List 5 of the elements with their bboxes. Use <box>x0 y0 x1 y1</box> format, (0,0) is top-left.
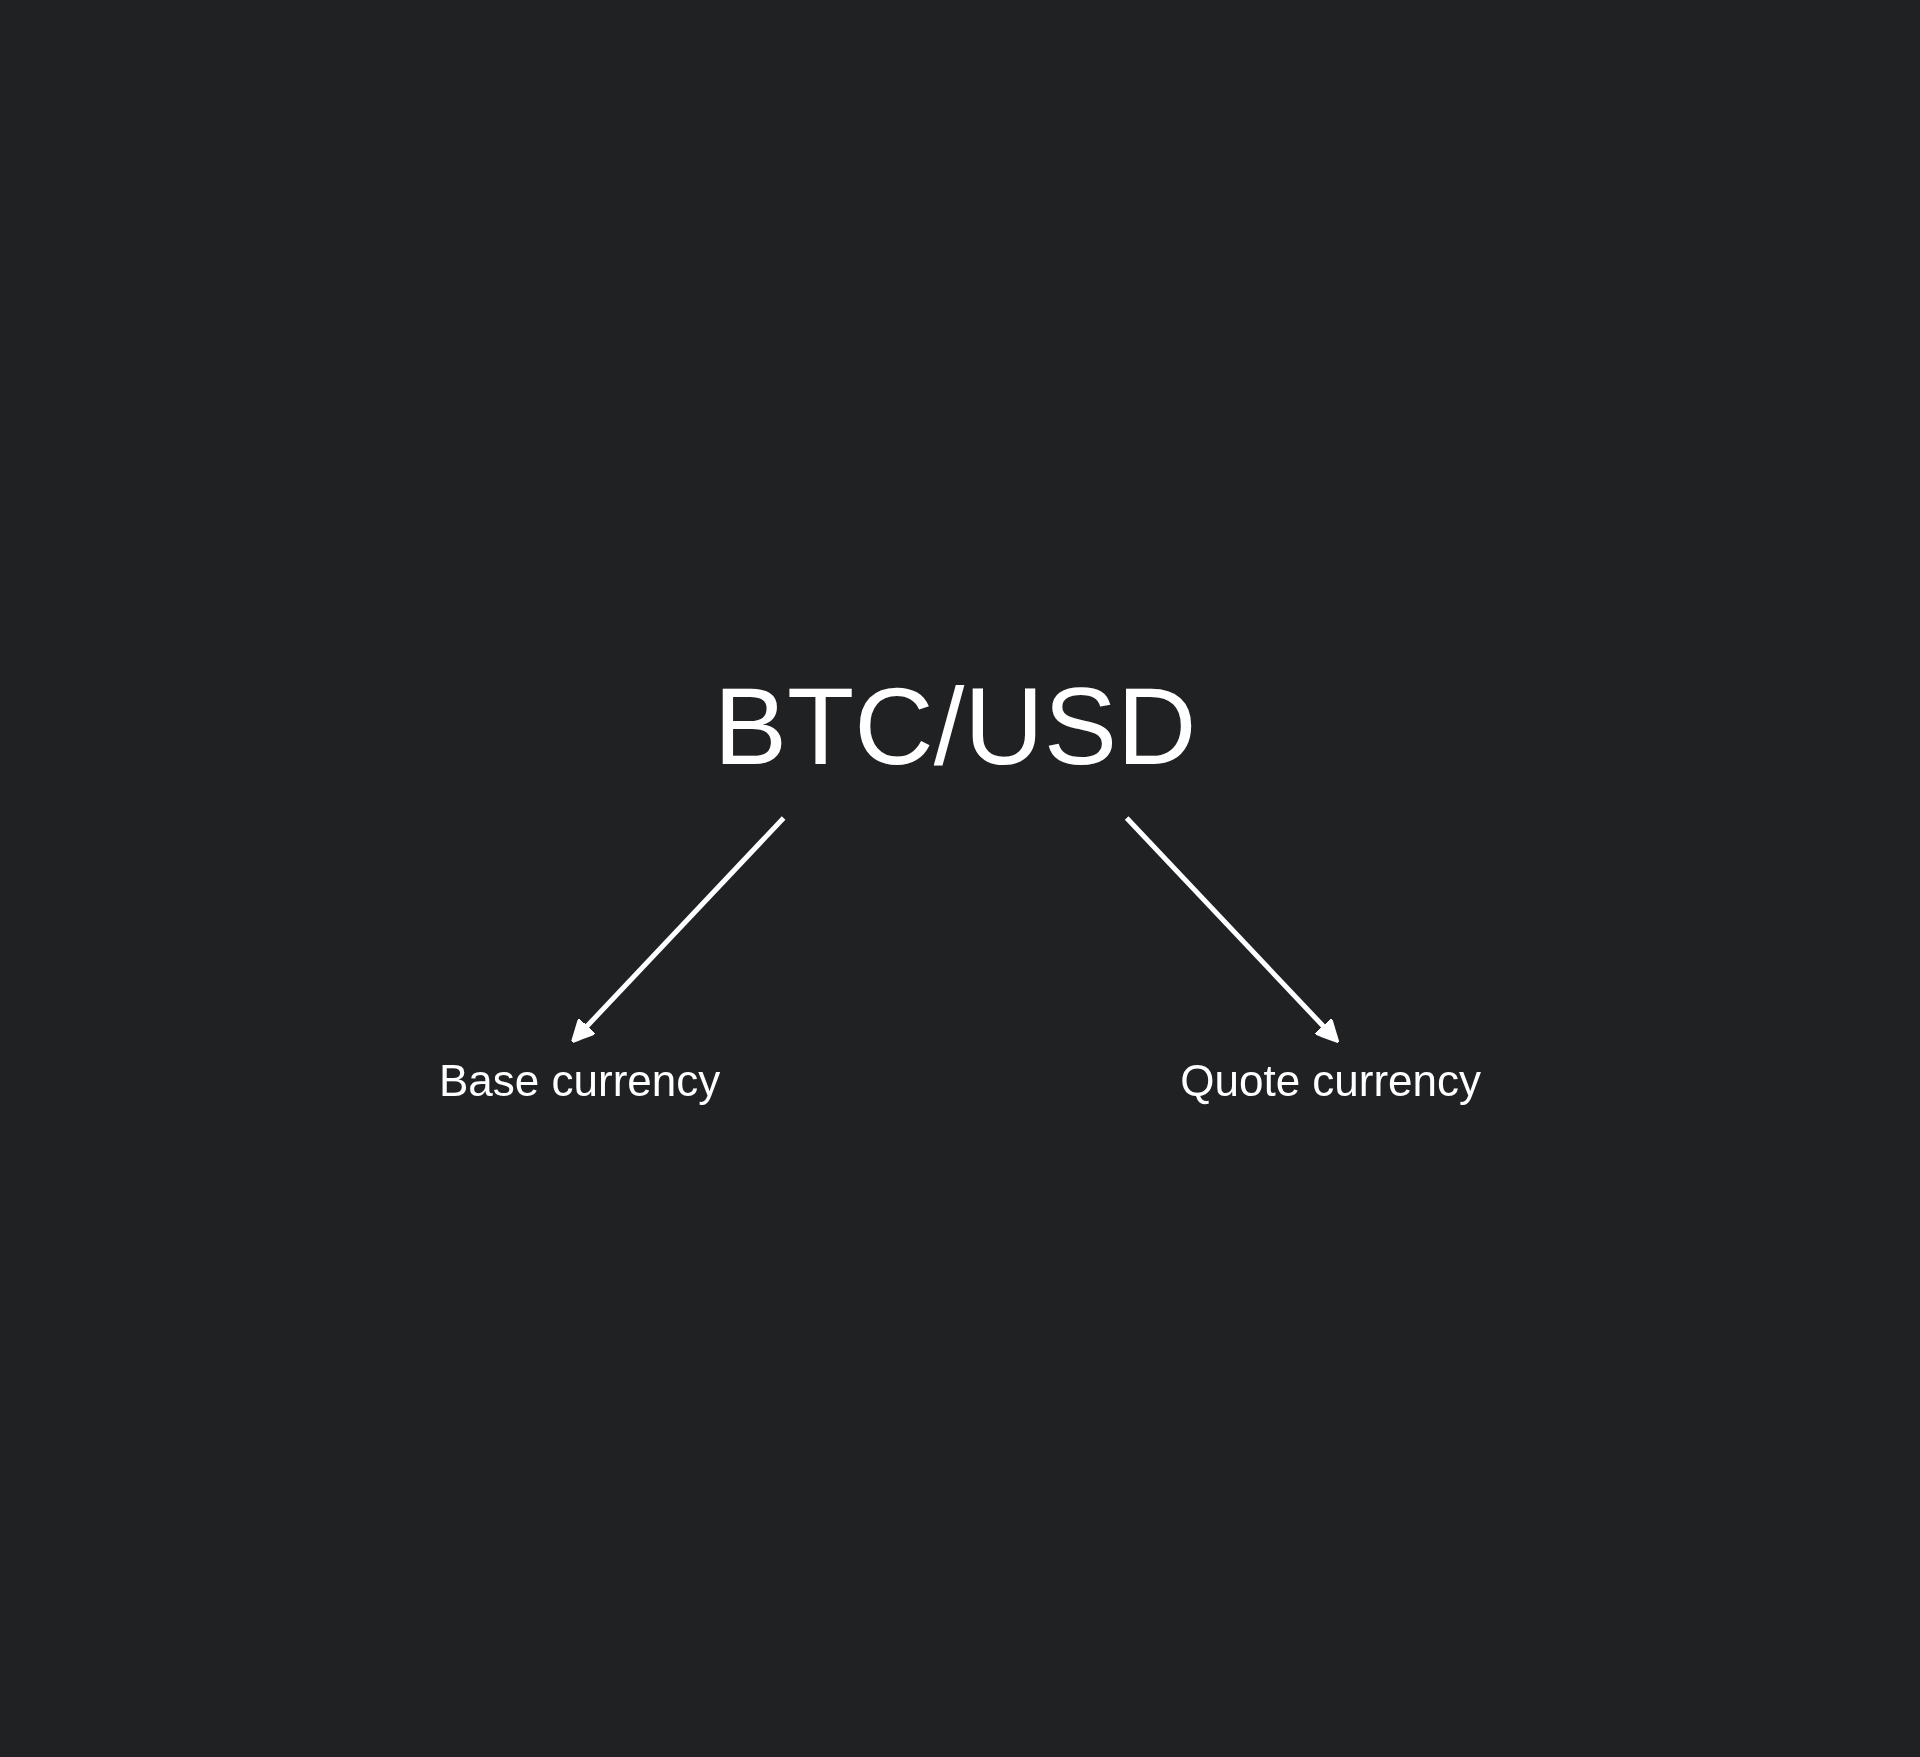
arrow <box>1124 816 1340 1044</box>
node-text: BTC/USD <box>713 664 1197 787</box>
node-text: Quote currency <box>1180 1056 1482 1105</box>
arrow <box>570 816 786 1044</box>
node-text: Base currency <box>438 1056 721 1105</box>
